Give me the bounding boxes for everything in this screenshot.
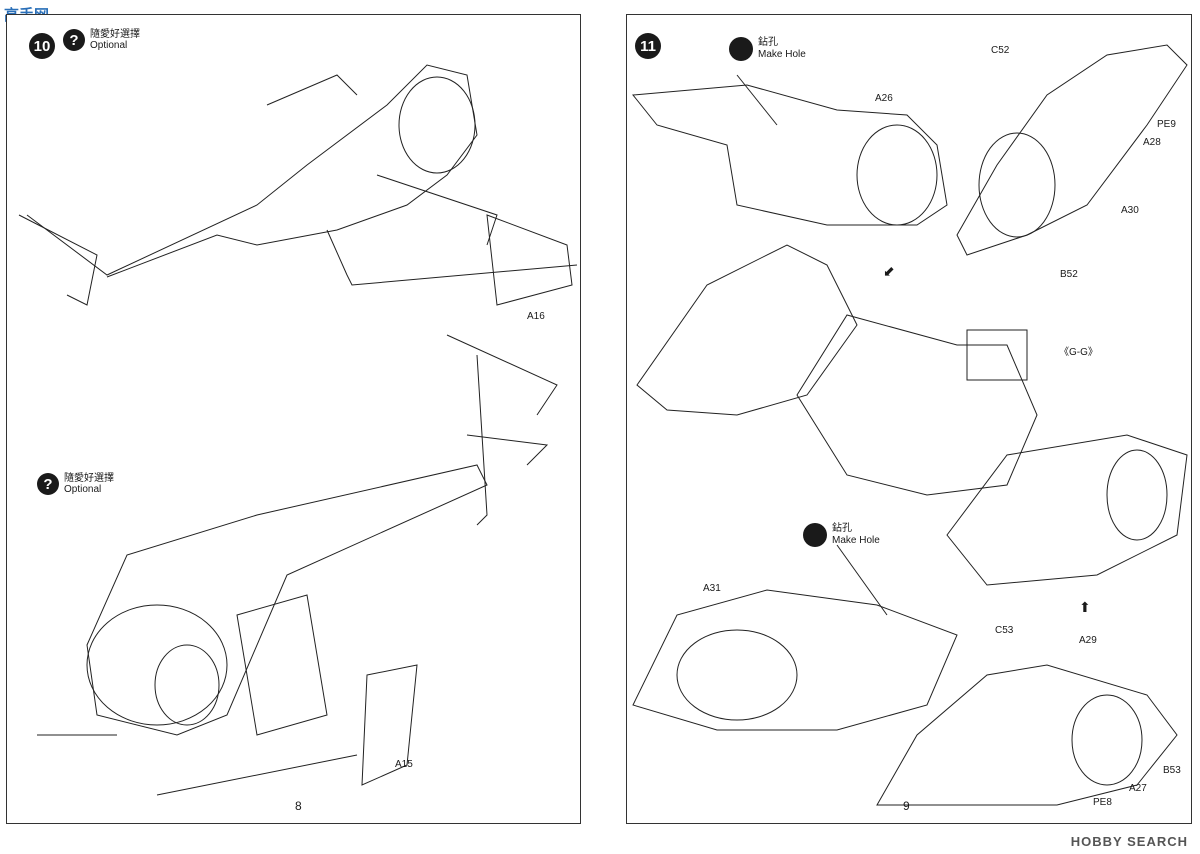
part-label-a30: A30 <box>1121 205 1139 216</box>
part-label-c52: C52 <box>991 45 1010 56</box>
part-label-b52: B52 <box>1060 269 1078 280</box>
make-hole-note-2: 鉆孔 Make Hole <box>803 523 880 547</box>
drill-icon <box>729 37 753 61</box>
part-label-c53: C53 <box>995 625 1014 636</box>
manual-page-9: 11 鉆孔 Make Hole 鉆孔 Make Hole A26 C52 PE9… <box>626 14 1192 824</box>
make-hole-zh-label: 鉆孔 <box>758 37 778 48</box>
watermark-bottom: HOBBY SEARCH <box>1070 834 1188 849</box>
question-icon: ? <box>63 29 85 51</box>
part-label-a15: A15 <box>395 759 413 770</box>
step-number-badge: 11 <box>635 33 661 59</box>
part-label-b53: B53 <box>1163 765 1181 776</box>
page-number: 9 <box>903 799 910 813</box>
make-hole-zh-label: 鉆孔 <box>832 523 852 534</box>
part-label-a27: A27 <box>1129 783 1147 794</box>
part-label-a31: A31 <box>703 583 721 594</box>
question-icon: ? <box>37 473 59 495</box>
arrow-icon: ⬋ <box>883 263 895 279</box>
part-label-pe8: PE8 <box>1093 797 1112 808</box>
optional-en-label: Optional <box>64 484 102 495</box>
part-label-gg: 《G-G》 <box>1059 347 1098 358</box>
part-label-a16: A16 <box>527 311 545 322</box>
part-label-a28: A28 <box>1143 137 1161 148</box>
optional-zh-label: 隨愛好選擇 <box>90 29 140 40</box>
manual-page-8: 10 ? 隨愛好選擇 Optional ? 隨愛好選擇 Optional A16… <box>6 14 581 824</box>
optional-note-2: ? 隨愛好選擇 Optional <box>37 473 114 495</box>
make-hole-note-1: 鉆孔 Make Hole <box>729 37 806 61</box>
optional-zh-label: 隨愛好選擇 <box>64 473 114 484</box>
make-hole-en-label: Make Hole <box>832 535 880 546</box>
arrow-icon: ⬆ <box>1079 599 1091 615</box>
helicopter-drawing-top <box>18 64 578 796</box>
part-label-a26: A26 <box>875 93 893 104</box>
page-number: 8 <box>295 799 302 813</box>
helicopter-drawing-right <box>632 44 1188 806</box>
part-label-pe9: PE9 <box>1157 119 1176 130</box>
make-hole-en-label: Make Hole <box>758 49 806 60</box>
drill-icon <box>803 523 827 547</box>
step-number-badge: 10 <box>29 33 55 59</box>
optional-note-1: ? 隨愛好選擇 Optional <box>63 29 140 51</box>
optional-en-label: Optional <box>90 40 128 51</box>
part-label-a29: A29 <box>1079 635 1097 646</box>
